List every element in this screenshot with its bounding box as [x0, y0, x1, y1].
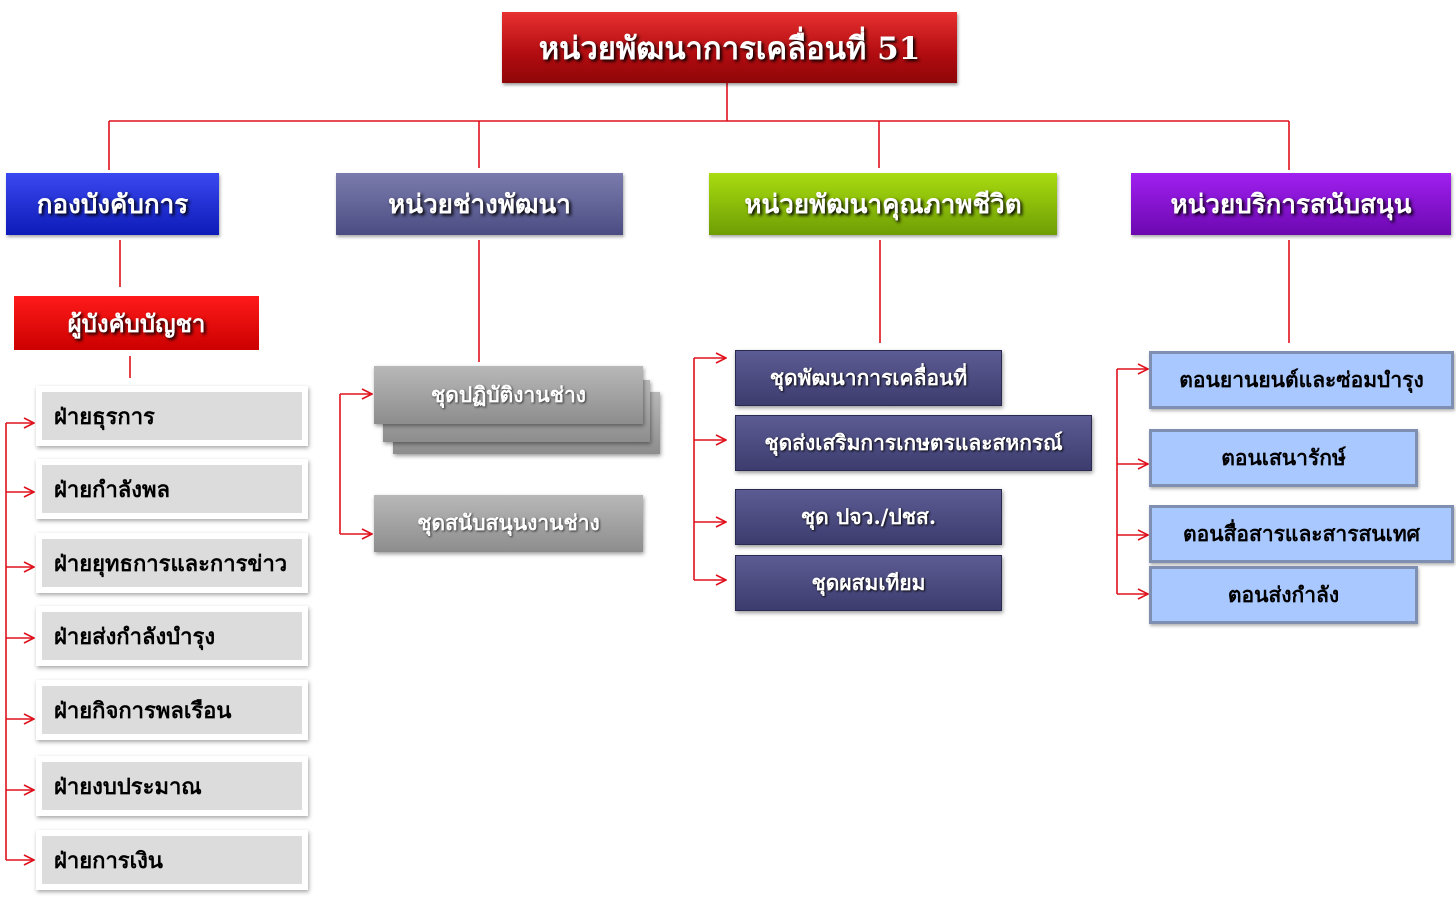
hq-department: ฝ่ายกิจการพลเรือน	[36, 680, 308, 740]
hq-department-label: ฝ่ายกิจการพลเรือน	[42, 686, 302, 734]
hq-department: ฝ่ายยุทธการและการข่าว	[36, 533, 308, 593]
support-section-box: ตอนสื่อสารและสารสนเทศ	[1149, 505, 1454, 563]
unit-headquarters: กองบังคับการ	[6, 173, 219, 235]
unit-engineering: หน่วยช่างพัฒนา	[336, 173, 623, 235]
quality-team-box: ชุด ปจว./ปชส.	[735, 489, 1002, 545]
hq-department-label: ฝ่ายการเงิน	[42, 836, 302, 884]
hq-department-label: ฝ่ายยุทธการและการข่าว	[42, 539, 302, 587]
quality-team-box: ชุดส่งเสริมการเกษตรและสหกรณ์	[735, 415, 1092, 471]
engineer-team-box: ชุดปฏิบัติงานช่าง	[374, 366, 643, 424]
hq-department: ฝ่ายส่งกำลังบำรุง	[36, 606, 308, 666]
support-section-box: ตอนเสนารักษ์	[1149, 429, 1418, 487]
support-section-box: ตอนส่งกำลัง	[1149, 566, 1418, 624]
hq-department: ฝ่ายกำลังพล	[36, 459, 308, 519]
unit-support-services: หน่วยบริการสนับสนุน	[1131, 173, 1451, 235]
hq-department-label: ฝ่ายส่งกำลังบำรุง	[42, 612, 302, 660]
commander-box: ผู้บังคับบัญชา	[14, 296, 259, 350]
engineer-team-box: ชุดสนับสนุนงานช่าง	[374, 495, 643, 552]
hq-department: ฝ่ายการเงิน	[36, 830, 308, 890]
hq-department-label: ฝ่ายงบประมาณ	[42, 762, 302, 810]
quality-team-box: ชุดผสมเทียม	[735, 555, 1002, 611]
hq-department: ฝ่ายงบประมาณ	[36, 756, 308, 816]
unit-quality-of-life: หน่วยพัฒนาคุณภาพชีวิต	[709, 173, 1057, 235]
hq-department: ฝ่ายธุรการ	[36, 386, 308, 446]
hq-department-label: ฝ่ายกำลังพล	[42, 465, 302, 513]
quality-team-box: ชุดพัฒนาการเคลื่อนที่	[735, 350, 1002, 406]
org-root-title: หน่วยพัฒนาการเคลื่อนที่ 51	[502, 12, 957, 83]
hq-department-label: ฝ่ายธุรการ	[42, 392, 302, 440]
support-section-box: ตอนยานยนต์และซ่อมบำรุง	[1149, 351, 1454, 409]
